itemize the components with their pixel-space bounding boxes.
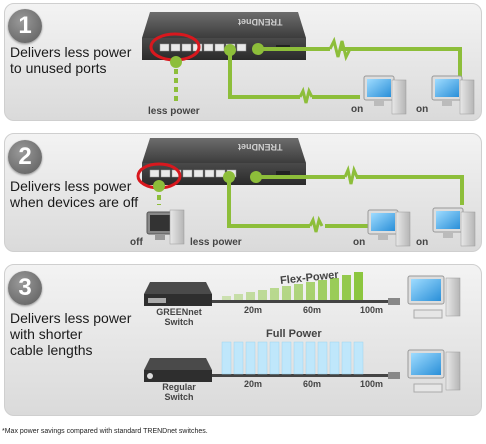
distance-label-20m: 20m	[244, 379, 263, 389]
distance-label-100m: 100m	[360, 379, 384, 389]
regular-switch	[144, 358, 212, 382]
active-cables	[228, 47, 462, 99]
step-1-heading: Delivers less power to unused ports	[10, 44, 131, 76]
computer-on-1	[367, 209, 411, 247]
on-label: on	[416, 237, 429, 248]
computer-on-1	[363, 75, 407, 115]
step-number-badge: 2	[8, 140, 42, 174]
flex-power-bars	[222, 272, 363, 300]
step-3-line2: with shorter	[10, 326, 83, 342]
step-2-line2: when devices are off	[10, 194, 139, 210]
step-3-line1: Delivers less power	[10, 310, 132, 326]
computer-off	[146, 209, 185, 245]
distance-label-20m: 20m	[244, 305, 263, 315]
greennet-switch	[144, 282, 212, 306]
distance-label-100m: 100m	[360, 305, 384, 315]
distance-label-60m: 60m	[303, 305, 322, 315]
regular-switch-label: Regular Switch	[162, 382, 196, 402]
on-label: on	[351, 104, 364, 115]
panel-step-3	[4, 264, 482, 416]
step-1-line1: Delivers less power	[10, 44, 132, 60]
full-power-label: Full Power	[266, 328, 322, 340]
off-label: off	[130, 237, 143, 248]
computer-green-side	[407, 275, 461, 319]
on-label: on	[416, 104, 429, 115]
greennet-switch-label: GREENnet Switch	[156, 307, 202, 327]
less-power-label: less power	[190, 237, 242, 248]
on-label: on	[353, 237, 366, 248]
full-power-bars	[221, 341, 364, 375]
step-1-line2: to unused ports	[10, 60, 107, 76]
step-2-line1: Delivers less power	[10, 178, 132, 194]
step-number-badge: 1	[8, 9, 42, 43]
computer-regular-side	[407, 349, 461, 393]
distance-label-60m: 60m	[303, 379, 322, 389]
computer-on-2	[431, 75, 475, 115]
less-power-label: less power	[148, 106, 200, 117]
footnote: *Max power savings compared with standar…	[2, 428, 208, 435]
step-3-heading: Delivers less power with shorter cable l…	[10, 310, 131, 358]
switch-brand-label: TRENDnet	[238, 142, 283, 152]
step-3-line3: cable lengths	[10, 342, 93, 358]
computer-on-2	[432, 207, 476, 247]
step-number-badge: 3	[8, 271, 42, 305]
switch-brand-label: TRENDnet	[238, 17, 283, 27]
step-2-heading: Delivers less power when devices are off	[10, 178, 138, 210]
